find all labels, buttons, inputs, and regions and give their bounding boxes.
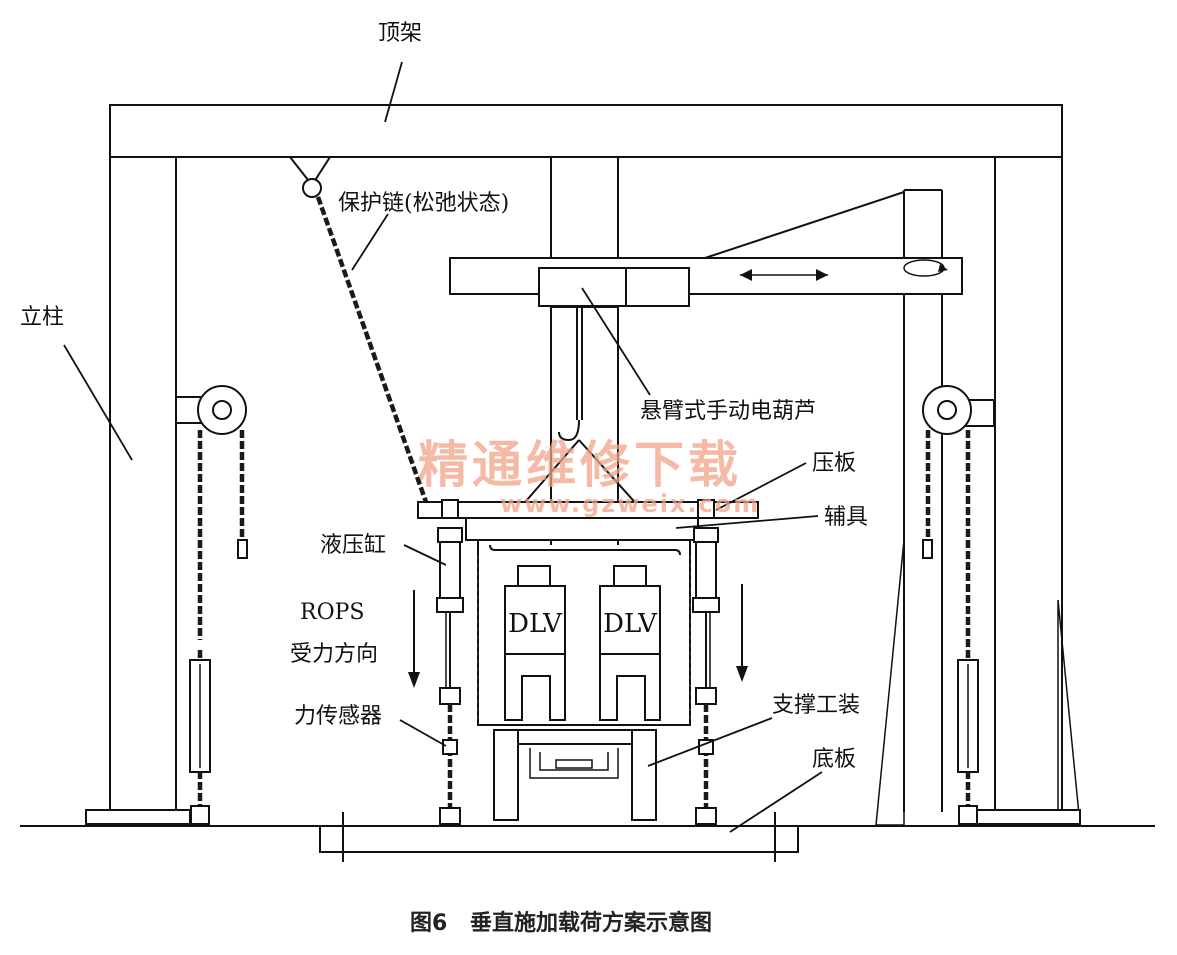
- label-column: 立柱: [20, 305, 64, 330]
- label-force-sensor: 力传感器: [294, 704, 382, 729]
- left-column: [109, 156, 177, 813]
- leader-pressure-plate: [715, 462, 807, 511]
- protective-chain: [287, 156, 429, 503]
- dlv-left-label: DLV: [508, 609, 563, 639]
- leader-hydraulic-cylinder: [403, 544, 447, 566]
- leader-force-sensor: [399, 719, 447, 747]
- leader-base-plate: [729, 771, 823, 833]
- support-tooling: [493, 729, 657, 821]
- leader-hoist: [581, 287, 651, 396]
- left-pulley: [175, 385, 247, 435]
- right-column: [994, 156, 1063, 813]
- top-frame-beam: [109, 104, 1063, 158]
- right-column-foot: [969, 809, 1081, 825]
- label-fixture: 辅具: [824, 505, 868, 530]
- base-plate: [319, 812, 799, 862]
- right-side-chains: [922, 430, 979, 825]
- leader-fixture: [675, 515, 819, 529]
- left-column-foot: [85, 809, 191, 825]
- leader-support-tooling: [647, 717, 773, 767]
- left-hydraulic-cylinder: [436, 499, 464, 825]
- leader-column: [63, 344, 133, 461]
- label-top-frame: 顶架: [378, 21, 422, 46]
- label-support-tooling: 支撑工装: [772, 693, 860, 718]
- watermark-text: 精通维修下载: [418, 436, 742, 494]
- left-side-chains: [189, 430, 248, 825]
- caption-title: 垂直施加载荷方案示意图: [470, 910, 712, 936]
- label-hydraulic-cylinder: 液压缸: [320, 533, 386, 558]
- electric-hoist-trolley: [538, 267, 690, 307]
- leader-protective-chain: [351, 213, 389, 271]
- dlv-left: DLV: [504, 565, 566, 721]
- rops-arrow-right: [736, 584, 748, 682]
- right-hydraulic-cylinder: [692, 499, 720, 825]
- label-protective-chain: 保护链(松弛状态): [338, 191, 509, 216]
- label-cantilever-hoist: 悬臂式手动电葫芦: [640, 399, 816, 424]
- dlv-right: DLV: [599, 565, 661, 721]
- dlv-right-label: DLV: [603, 609, 658, 639]
- label-rops-line2: 受力方向: [290, 642, 378, 667]
- label-base-plate: 底板: [812, 747, 856, 772]
- label-rops-line1: ROPS: [300, 600, 364, 625]
- watermark-url: www.gzweix.com: [500, 490, 760, 518]
- left-force-sensor: [442, 739, 458, 755]
- caption-figure-number: 图6: [410, 911, 447, 936]
- right-pulley: [922, 385, 995, 435]
- label-pressure-plate: 压板: [812, 451, 856, 476]
- cantilever-arm: [449, 191, 963, 295]
- hoist-hook: [519, 306, 641, 509]
- rops-arrow-left: [408, 590, 420, 688]
- fixture-beam: [465, 517, 699, 726]
- leader-top-frame: [384, 61, 403, 123]
